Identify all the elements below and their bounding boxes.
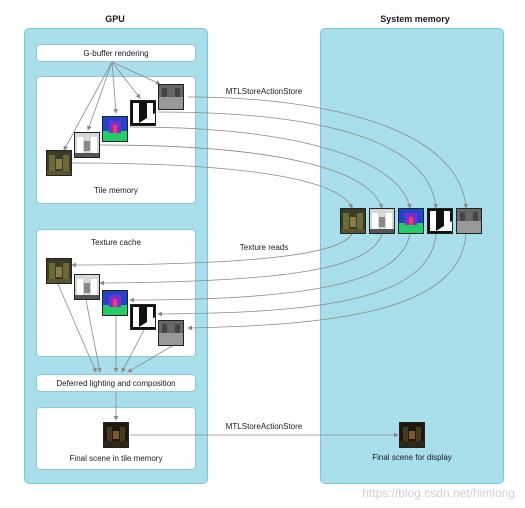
gray-texture-icon (158, 320, 184, 346)
normal-texture-icon (369, 208, 395, 234)
depth-texture-icon (398, 208, 424, 234)
system-memory-panel (320, 28, 504, 484)
deferred-lighting-label: Deferred lighting and composition (56, 379, 176, 388)
store-action-label-bottom: MTLStoreActionStore (225, 422, 303, 431)
shadow-texture-icon (427, 208, 453, 234)
deferred-lighting-box: Deferred lighting and composition (36, 374, 196, 392)
normal-texture-icon (74, 274, 100, 300)
normal-texture-icon (74, 132, 100, 158)
depth-texture-icon (102, 116, 128, 142)
albedo-texture-icon (46, 258, 72, 284)
albedo-texture-icon (46, 150, 72, 176)
gray-texture-icon (158, 84, 184, 110)
albedo-texture-icon (340, 208, 366, 234)
system-memory-title: System memory (380, 14, 450, 24)
gbuffer-rendering-label: G-buffer rendering (83, 49, 149, 58)
gpu-title: GPU (105, 14, 125, 24)
depth-texture-icon (102, 290, 128, 316)
gray-texture-icon (456, 208, 482, 234)
shadow-texture-icon (130, 100, 156, 126)
tile-memory-label: Tile memory (94, 186, 138, 195)
final-tile-label: Final scene in tile memory (69, 454, 163, 463)
shadow-texture-icon (130, 304, 156, 330)
watermark: https://blog.csdn.net/himlong (362, 486, 515, 500)
final-scene-display-icon (399, 422, 425, 448)
texture-cache-label: Texture cache (91, 238, 141, 247)
store-action-label-top: MTLStoreActionStore (225, 87, 303, 96)
gbuffer-rendering-box: G-buffer rendering (36, 44, 196, 62)
final-display-label: Final scene for display (372, 453, 452, 462)
texture-reads-label: Texture reads (239, 243, 289, 252)
final-scene-tile-icon (103, 422, 129, 448)
